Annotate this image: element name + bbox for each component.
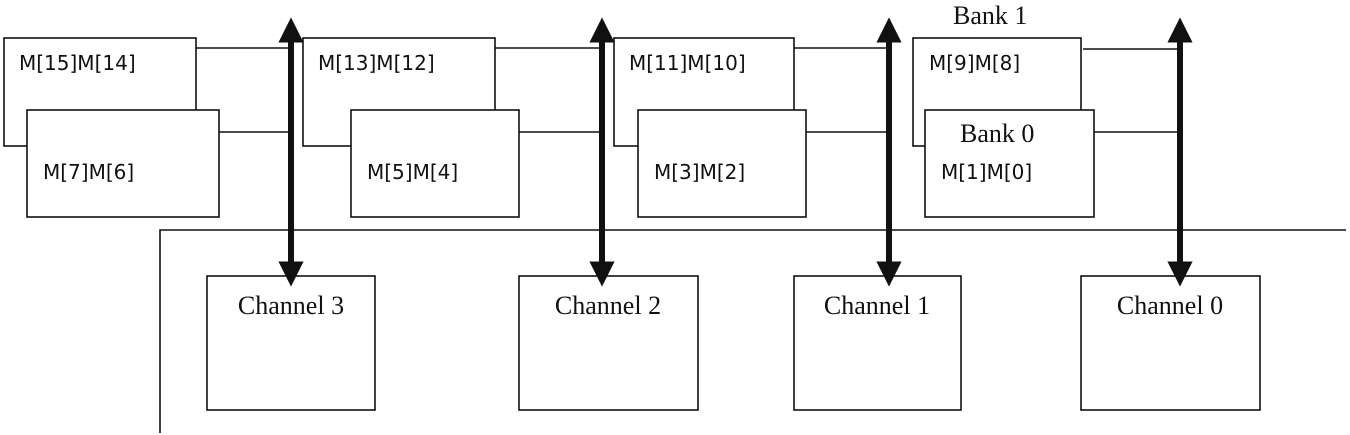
channel-label: Channel 1: [824, 291, 930, 320]
bus-arrows: [278, 17, 1193, 287]
module-m7-m6: M[7]M[6]: [26, 109, 220, 218]
channel-3-box: Channel 3: [206, 275, 376, 411]
channel-2-box: Channel 2: [518, 275, 699, 411]
module-m3-m2: M[3]M[2]: [637, 109, 807, 218]
bank1-label: Bank 1: [953, 1, 1027, 30]
module-label: M[5]M[4]: [367, 160, 458, 184]
channel-1-box: Channel 1: [793, 275, 962, 411]
module-m5-m4: M[5]M[4]: [350, 109, 520, 218]
module-m1-m0: M[1]M[0]: [924, 109, 1095, 218]
module-label: M[7]M[6]: [43, 160, 134, 184]
module-label: M[11]M[10]: [629, 51, 746, 75]
board-boundary-line: [159, 229, 1346, 433]
module-label: M[1]M[0]: [941, 160, 1032, 184]
channel-0-box: Channel 0: [1080, 275, 1261, 411]
channel-label: Channel 2: [555, 291, 661, 320]
module-label: M[15]M[14]: [19, 51, 136, 75]
module-label: M[3]M[2]: [654, 160, 745, 184]
module-label: M[9]M[8]: [929, 51, 1020, 75]
bank1-connectors: [196, 47, 1180, 50]
module-label: M[13]M[12]: [318, 51, 435, 75]
channel-label: Channel 3: [238, 291, 344, 320]
channel-label: Channel 0: [1117, 291, 1223, 320]
bank0-label: Bank 0: [960, 119, 1034, 148]
